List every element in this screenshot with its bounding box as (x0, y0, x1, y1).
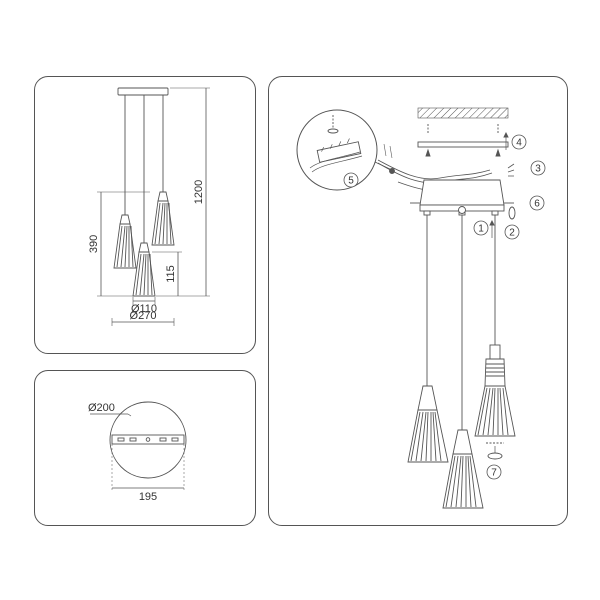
step-1-label: 1 (478, 224, 484, 235)
height-total-label: 1200 (193, 180, 205, 204)
installation-drawing (296, 107, 516, 509)
step-2-label: 2 (509, 228, 515, 239)
canopy-install (419, 179, 505, 206)
canopy (117, 87, 169, 96)
step-7-circle (486, 464, 502, 480)
step-callouts (343, 134, 546, 480)
shade-height-label: 115 (165, 265, 177, 283)
step-4-circle (511, 134, 527, 150)
mounting-bar-install (417, 141, 509, 148)
step-2-circle (504, 224, 520, 240)
plate-width-label: 195 (139, 491, 157, 503)
step-6-circle (529, 195, 545, 211)
ceiling-hatch (417, 107, 509, 119)
shade-diameter-label: Ø110 (131, 303, 157, 315)
shade-drop-label: 390 (88, 235, 100, 253)
dimensions-panel (34, 76, 256, 354)
terminal-block (316, 141, 362, 163)
step-3-circle (530, 160, 546, 176)
step-3-label: 3 (535, 164, 541, 175)
pendant-dimension-drawing (97, 87, 210, 326)
supply-wires (377, 159, 491, 180)
plate-diameter-label: Ø200 (88, 402, 115, 414)
mounting-plate-drawing (90, 401, 187, 492)
shade-left (113, 214, 137, 269)
step-1-circle (473, 220, 489, 236)
step-6-label: 6 (534, 199, 540, 210)
install-shade-right (474, 344, 516, 437)
step-7-label: 7 (491, 468, 497, 479)
shade-middle (132, 242, 156, 297)
canopy-span-label: Ø270 (130, 310, 157, 322)
step-5-circle (343, 172, 359, 188)
install-shade-middle (442, 429, 484, 509)
step-4-label: 4 (516, 138, 522, 149)
shade-right (151, 191, 175, 246)
step-5-label: 5 (348, 176, 354, 187)
mounting-bar (111, 434, 185, 445)
install-shade-left (407, 385, 449, 463)
